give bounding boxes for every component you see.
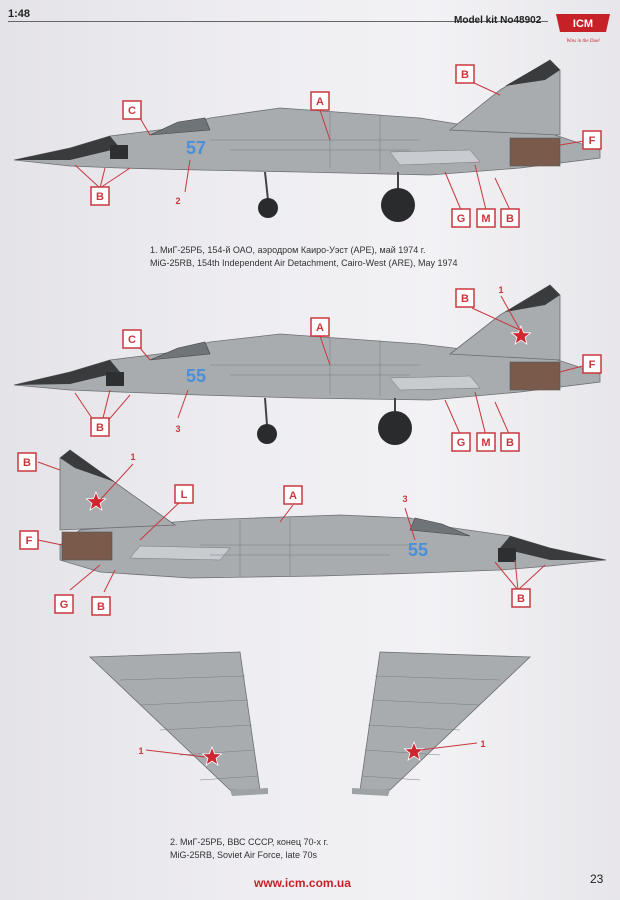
svg-text:G: G xyxy=(457,437,466,449)
svg-text:C: C xyxy=(128,105,136,117)
svg-text:B: B xyxy=(97,601,105,613)
svg-text:B: B xyxy=(461,69,469,81)
page-number: 23 xyxy=(590,872,604,886)
svg-text:B: B xyxy=(506,213,514,225)
svg-text:F: F xyxy=(26,535,33,547)
brand-slogan: Wins in the Duel xyxy=(566,39,600,44)
callout-mid-b-nose: B xyxy=(90,417,110,437)
ref-mid-1: 1 xyxy=(498,285,503,295)
wing-left xyxy=(89,651,268,796)
callout-mid-b-under: B xyxy=(500,432,520,452)
caption-scheme-1: 1. МиГ-25РБ, 154-й ОАО, аэродром Каиро-У… xyxy=(150,244,457,270)
callout-top-b-under: B xyxy=(500,208,520,228)
svg-text:F: F xyxy=(589,359,596,371)
callout-mid-b-tail: B xyxy=(455,288,475,308)
header-rule xyxy=(8,21,548,22)
board-number-right: 55 xyxy=(408,540,428,560)
callout-mid-c: C xyxy=(122,329,142,349)
profile-right-aircraft xyxy=(59,449,607,579)
svg-text:M: M xyxy=(481,213,490,225)
scale-label: 1:48 xyxy=(8,8,31,20)
svg-text:C: C xyxy=(128,334,136,346)
ref-wing-right-1: 1 xyxy=(480,739,485,749)
callout-mid-f: F xyxy=(582,354,602,374)
ref-right-3: 3 xyxy=(402,494,407,504)
svg-text:A: A xyxy=(316,322,324,334)
svg-text:A: A xyxy=(316,96,324,108)
model-kit-number: Model kit No48902 xyxy=(454,15,542,26)
callout-top-m: M xyxy=(476,208,496,228)
callout-right-b-under: B xyxy=(91,596,111,616)
footer-url[interactable]: www.icm.com.ua xyxy=(254,876,351,890)
callout-mid-m: M xyxy=(476,432,496,452)
caption-scheme-2: 2. МиГ-25РБ, ВВС СССР, конец 70-х г. MiG… xyxy=(170,836,328,862)
profile-top-aircraft xyxy=(13,59,601,222)
svg-text:B: B xyxy=(96,422,104,434)
svg-text:F: F xyxy=(589,135,596,147)
caption-scheme-2-en: MiG-25RB, Soviet Air Force, late 70s xyxy=(170,850,318,860)
callout-mid-g: G xyxy=(451,432,471,452)
ref-right-1: 1 xyxy=(130,452,135,462)
svg-text:G: G xyxy=(457,213,466,225)
ref-top-2: 2 xyxy=(175,196,180,206)
ref-wing-left-1: 1 xyxy=(138,746,143,756)
callout-top-a: A xyxy=(310,91,330,111)
brand-name: ICM xyxy=(573,18,593,30)
callout-top-c: C xyxy=(122,100,142,120)
svg-text:B: B xyxy=(461,293,469,305)
caption-scheme-2-ru: 2. МиГ-25РБ, ВВС СССР, конец 70-х г. xyxy=(170,837,329,847)
callout-right-a: A xyxy=(283,485,303,505)
callout-right-l: L xyxy=(174,484,194,504)
callout-right-g: G xyxy=(54,594,74,614)
wing-right xyxy=(352,651,531,796)
profile-middle-aircraft xyxy=(13,284,601,445)
icm-logo: ICM Wins in the Duel xyxy=(556,14,610,44)
callout-top-b-nose: B xyxy=(90,186,110,206)
svg-text:G: G xyxy=(60,599,69,611)
callout-right-b-tail: B xyxy=(17,452,37,472)
board-number-middle: 55 xyxy=(186,366,206,386)
callout-top-f: F xyxy=(582,130,602,150)
svg-text:B: B xyxy=(23,457,31,469)
callout-top-g: G xyxy=(451,208,471,228)
svg-text:A: A xyxy=(289,490,297,502)
caption-scheme-1-ru: 1. МиГ-25РБ, 154-й ОАО, аэродром Каиро-У… xyxy=(150,245,426,255)
svg-text:B: B xyxy=(517,593,525,605)
callout-mid-a: A xyxy=(310,317,330,337)
callout-right-f: F xyxy=(19,530,39,550)
svg-text:B: B xyxy=(506,437,514,449)
svg-text:B: B xyxy=(96,191,104,203)
callout-right-b-nose: B xyxy=(511,588,531,608)
svg-text:L: L xyxy=(181,489,188,501)
caption-scheme-1-en: MiG-25RB, 154th Independent Air Detachme… xyxy=(150,258,458,268)
callout-top-b-tail: B xyxy=(455,64,475,84)
board-number-top: 57 xyxy=(186,138,206,158)
svg-text:M: M xyxy=(481,437,490,449)
ref-mid-3: 3 xyxy=(175,424,180,434)
